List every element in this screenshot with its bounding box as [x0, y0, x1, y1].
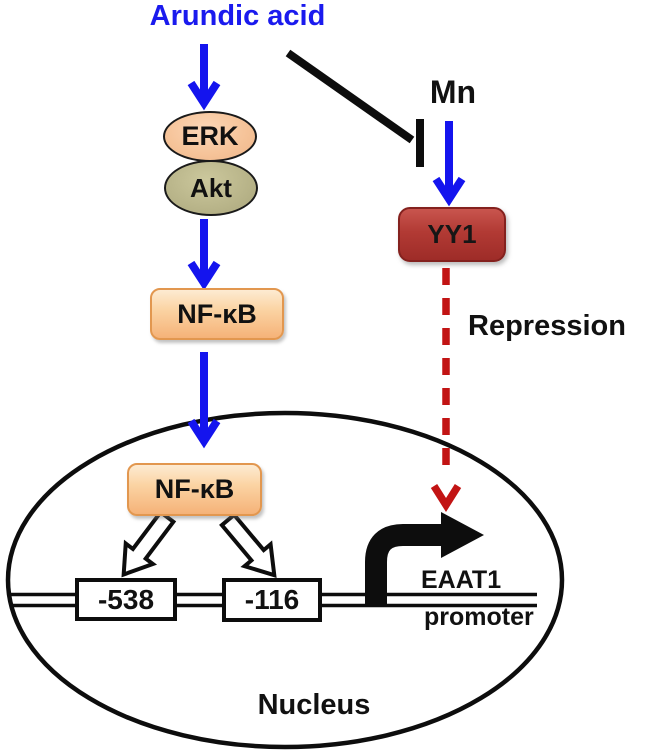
nfkb-cytoplasm-label: NF-κB: [177, 298, 257, 329]
promoter-site-116: -116: [222, 578, 322, 622]
nucleus-membrane: [5, 410, 565, 750]
binding-arrow-116: [219, 512, 277, 578]
erk-node: ERK: [163, 111, 257, 162]
mn-label: Mn: [429, 74, 477, 110]
site-116-label: -116: [244, 584, 300, 615]
repression-label: Repression: [468, 310, 626, 342]
yy1-node: YY1: [398, 207, 506, 262]
transcription-start-arrow: [365, 512, 484, 607]
binding-arrow-538: [121, 509, 177, 578]
erk-label: ERK: [181, 121, 239, 151]
nfkb-nucleus-label: NF-κB: [154, 474, 235, 504]
arundic-acid-label: Arundic acid: [149, 0, 326, 32]
promoter-label: promoter: [424, 603, 534, 631]
nfkb-nucleus-node: NF-κB: [127, 463, 262, 516]
inhibition-bar-arundic-mn: [285, 49, 424, 167]
promoter-site-538: -538: [75, 578, 177, 621]
activation-arrow-akt-nfkb: [187, 219, 221, 291]
nfkb-cytoplasm-node: NF-κB: [150, 288, 284, 340]
activation-arrow-nfkb-nucleus: [187, 352, 221, 449]
repression-dashed-arrow: [430, 268, 462, 513]
nucleus-label: Nucleus: [257, 689, 371, 721]
site-538-label: -538: [97, 583, 155, 615]
eaat1-label: EAAT1: [421, 566, 502, 594]
activation-arrow-arundic-erk: [187, 44, 221, 111]
yy1-label: YY1: [427, 219, 477, 249]
akt-node: Akt: [164, 160, 258, 216]
activation-arrow-mn-yy1: [432, 121, 466, 207]
akt-label: Akt: [190, 172, 232, 203]
